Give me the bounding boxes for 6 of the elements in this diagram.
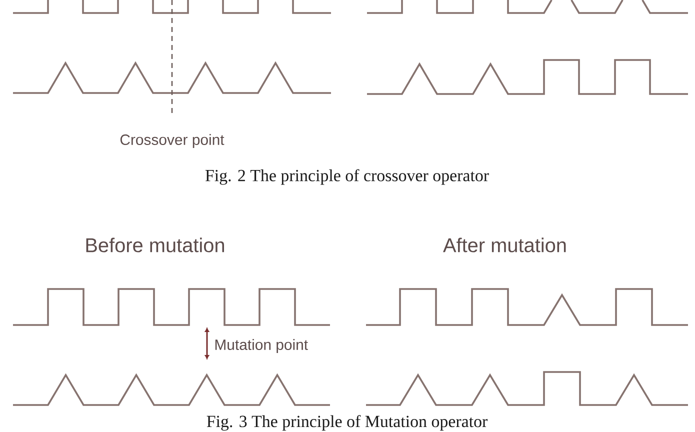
point-label: Crossover point (120, 134, 224, 148)
panel-heading: After mutation (443, 238, 566, 252)
figure-caption: Fig. 2 The principle of crossover operator (205, 169, 489, 185)
panel-heading: Before mutation (86, 238, 224, 252)
figure-caption: Fig. 3 The principle of Mutation operator (206, 415, 488, 431)
point-label: Mutation point (215, 339, 308, 353)
